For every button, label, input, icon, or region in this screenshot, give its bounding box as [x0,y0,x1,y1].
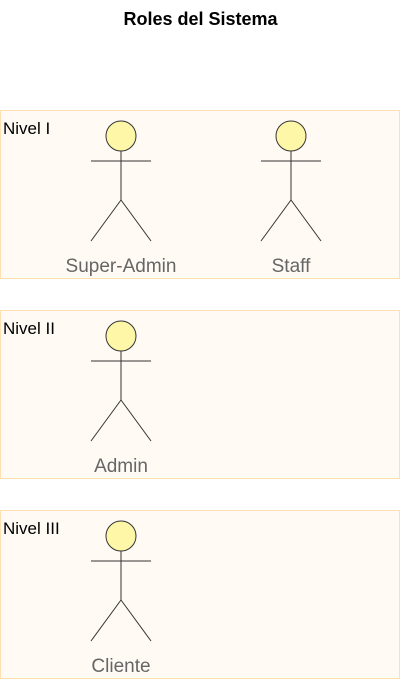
level-3-container: Nivel III Cliente [0,510,400,679]
level-1-container: Nivel I Super-Admin Staff [0,110,400,279]
actor-label: Admin [94,456,148,477]
actor-stick-figure-icon [90,520,152,642]
level-3-label: Nivel III [3,519,60,538]
actor-stick-figure-icon [260,120,322,242]
level-2-container: Nivel II Admin [0,310,400,479]
actor-stick-figure-icon [90,320,152,442]
actor-stick-figure-icon [90,120,152,242]
actor-label: Cliente [91,656,151,677]
diagram-title: Roles del Sistema [123,9,278,29]
level-1-label: Nivel I [3,119,51,138]
actor-label: Staff [271,256,311,277]
level-2-label: Nivel II [3,319,55,338]
actor-label: Super-Admin [65,256,177,277]
